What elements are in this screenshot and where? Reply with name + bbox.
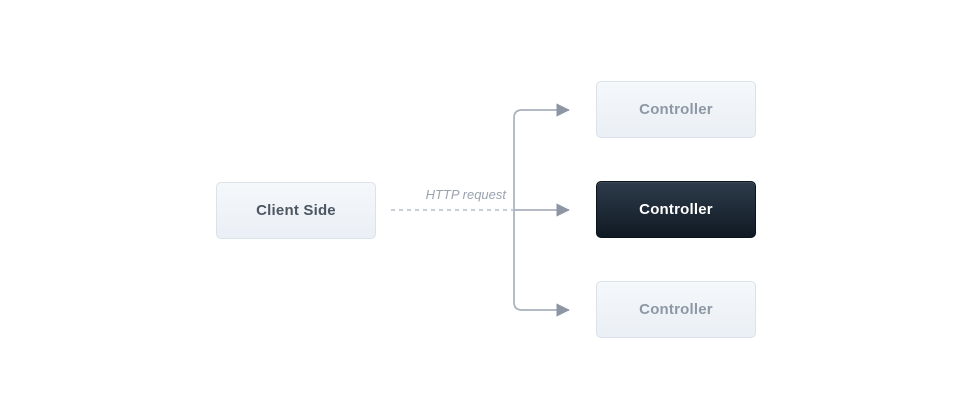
controller-top-label: Controller xyxy=(639,101,713,118)
arrow-to-top-controller xyxy=(513,103,570,210)
controller-node-bottom: Controller xyxy=(596,281,756,338)
http-request-label: HTTP request xyxy=(425,187,506,202)
controller-node-middle: Controller xyxy=(596,181,756,238)
controller-node-top: Controller xyxy=(596,81,756,138)
client-side-node: Client Side xyxy=(216,182,376,239)
controller-middle-label: Controller xyxy=(639,201,713,218)
client-side-label: Client Side xyxy=(256,202,336,219)
arrow-to-bottom-controller xyxy=(513,210,570,317)
controller-bottom-label: Controller xyxy=(639,301,713,318)
